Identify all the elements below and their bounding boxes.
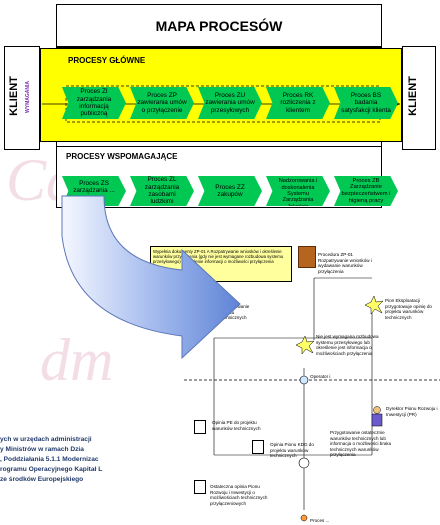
client-box-right bbox=[402, 46, 436, 150]
main-process-title: PROCESY GŁÓWNE bbox=[68, 56, 146, 65]
event-star-eksploatacja bbox=[365, 296, 383, 314]
watermark-text-2: dm bbox=[40, 327, 114, 393]
main-process-rk: Proces RK rozliczenia z klientem bbox=[266, 87, 330, 119]
support-process-ns: Proces NS Nadzorowania i doskonalenia Sy… bbox=[266, 176, 330, 206]
map-title: MAPA PROCESÓW bbox=[155, 18, 283, 34]
blue-arrow-shape bbox=[61, 195, 241, 360]
map-title-frame bbox=[56, 4, 382, 48]
doc-icon-final bbox=[194, 480, 206, 494]
event-star-decision bbox=[296, 336, 314, 354]
support-process-title: PROCESY WSPOMAGAJĄCE bbox=[66, 152, 178, 161]
operator-node bbox=[299, 375, 309, 385]
pion-eksploatacji-label: Pion Eksploatacji przygotowuje opinię do… bbox=[385, 298, 432, 320]
end-process-label: Proces ... bbox=[310, 518, 330, 523]
main-process-zu: Proces ZU zawierania umów przesyłowych bbox=[198, 87, 262, 119]
operator-label: Operator i bbox=[310, 374, 331, 379]
final-opinion-label: Ostateczna opinia Pionu Rozwoju i Inwest… bbox=[210, 484, 268, 506]
doc-icon-kdg bbox=[252, 440, 264, 454]
director-person-icon bbox=[371, 406, 383, 427]
decision-label: Nie jest wymagana rozbudowa systemu prze… bbox=[316, 334, 379, 356]
procedure-document-icon bbox=[298, 246, 316, 268]
footer-line-2: y Ministrów w ramach Dzia bbox=[0, 446, 84, 453]
footer-line-5: ze środków Europejskiego bbox=[0, 476, 84, 483]
main-process-bs: Proces BS badania satysfakcji klienta bbox=[334, 87, 398, 119]
support-process-zb: Proces ZB Zarządzanie bezpieczeństwem i … bbox=[334, 176, 398, 206]
procedure-label: Procedura ZP-01 Rozpatrywanie wniosków i… bbox=[318, 252, 372, 274]
join-node bbox=[298, 457, 310, 469]
director-label: Dyrektor Pionu Rozwoju i Inwestycji (PR) bbox=[386, 406, 438, 417]
end-node bbox=[300, 514, 308, 522]
opinia-pe-label: Opinia PE do projektu warunków techniczn… bbox=[212, 420, 261, 431]
opinia-kdg-label: Opinia Pionu KDG do projektu warunków te… bbox=[270, 442, 314, 458]
footer-line-3: , Poddziałania 5.1.1 Modernizac bbox=[0, 456, 99, 463]
footer-line-1: ych w urzędach administracji bbox=[0, 436, 92, 443]
prepare-conditions-label: Przygotowanie ostatecznie warunków techn… bbox=[330, 430, 392, 457]
main-process-zp: Proces ZP zawierania umów o przyłączenie bbox=[130, 87, 194, 119]
flowchart-lines bbox=[184, 277, 440, 522]
client-box-left bbox=[4, 46, 40, 150]
support-process-zl: Proces ZL zarządzania zasobami ludzkimi bbox=[130, 176, 194, 206]
footer-line-4: rogramu Operacyjnego Kapitał L bbox=[0, 466, 103, 473]
main-process-zi: Proces ZI zarządzania informacją publicz… bbox=[62, 87, 126, 119]
doc-icon-pe bbox=[194, 420, 206, 434]
support-process-zz: Proces ZZ zakupów bbox=[198, 176, 262, 206]
